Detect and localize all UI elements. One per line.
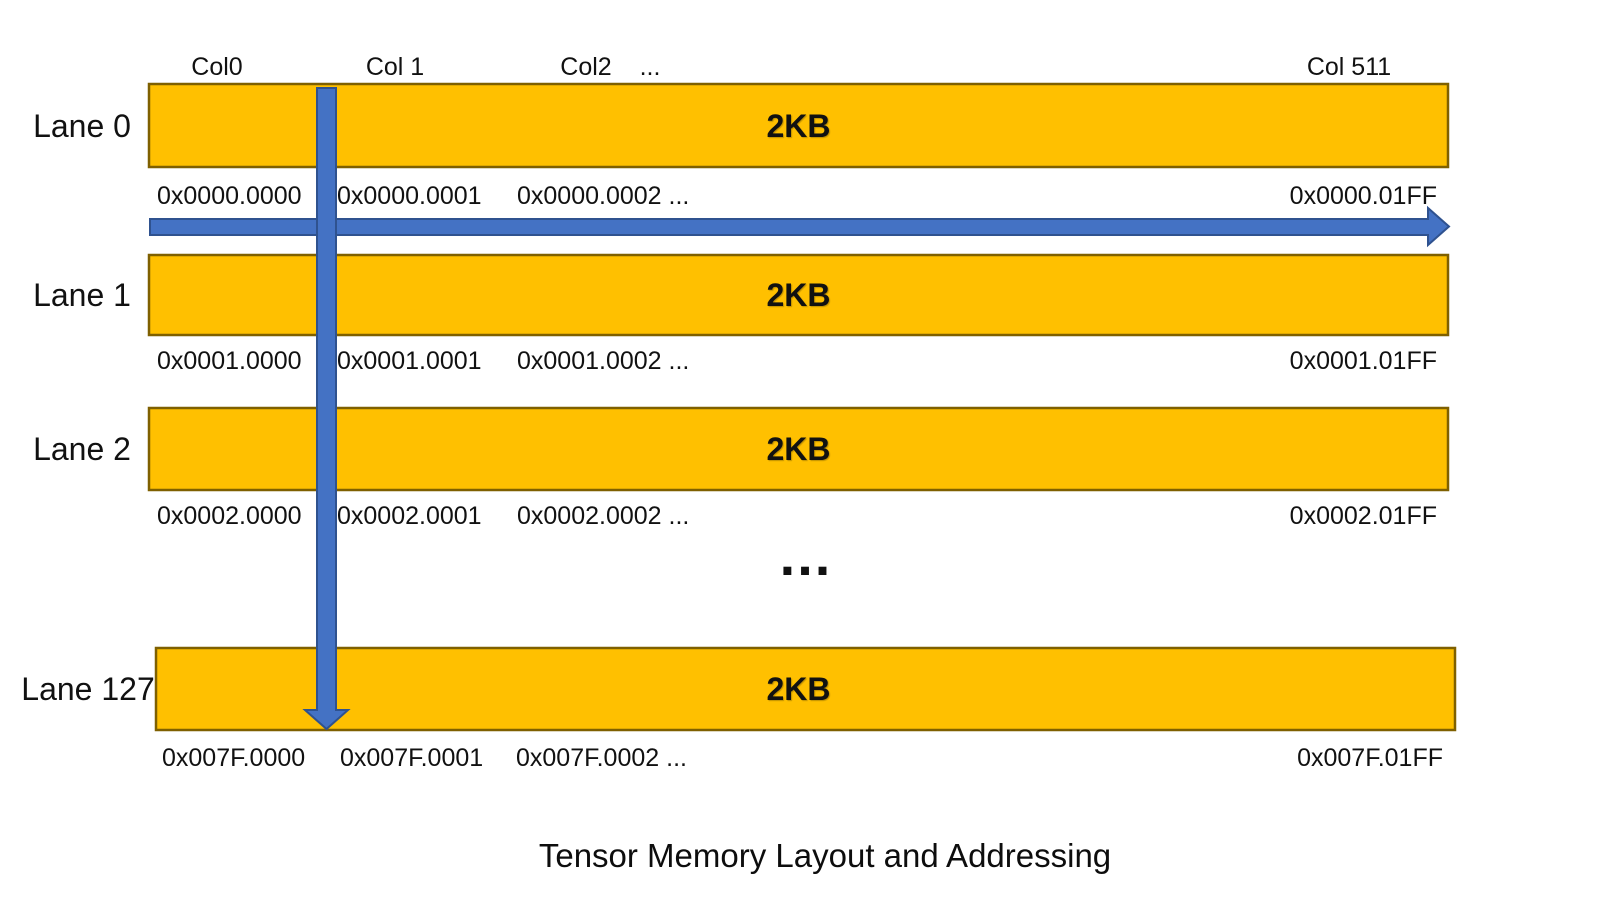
lane-1-address-row: 0x0001.0000 0x0001.0001 0x0001.0002 ... … (0, 346, 1600, 376)
address-cell: 0x007F.0001 (340, 744, 484, 772)
lane-2-address-row: 0x0002.0000 0x0002.0001 0x0002.0002 ... … (0, 501, 1600, 531)
lane-127-address-row: 0x007F.0000 0x007F.0001 0x007F.0002 ... … (0, 743, 1600, 773)
address-cell: 0x007F.01FF (1297, 744, 1443, 772)
address-cell: 0x0002.01FF (1289, 502, 1437, 530)
address-cell: 0x007F.0002 ... (516, 744, 687, 772)
col-header-2: Col2 (560, 53, 612, 81)
col-header-0: Col0 (191, 53, 243, 81)
address-cell: 0x0000.01FF (1289, 182, 1437, 210)
address-cell: 0x0000.0000 (157, 182, 302, 210)
address-cell: 0x0002.0001 (337, 502, 482, 530)
lanes-ellipsis: ... (779, 524, 833, 587)
lane-0-label: Lane 0 (33, 108, 131, 144)
address-cell: 0x0001.0000 (157, 347, 302, 375)
address-cell: 0x0002.0000 (157, 502, 302, 530)
lane-0-capacity: 2KB (766, 108, 831, 144)
col-header-1: Col 1 (365, 53, 425, 81)
lane-1-capacity: 2KB (766, 277, 831, 313)
lane-1-label: Lane 1 (33, 277, 131, 313)
address-cell: 0x0002.0002 ... (517, 502, 690, 530)
lane-2-capacity: 2KB (766, 431, 831, 467)
lane-127-capacity: 2KB (766, 671, 831, 707)
address-cell: 0x0000.0001 (337, 182, 482, 210)
col-header-511: Col 511 (1306, 53, 1392, 81)
address-cell: 0x0001.0002 ... (517, 347, 690, 375)
lane-2-label: Lane 2 (33, 431, 131, 467)
address-cell: 0x007F.0000 (162, 744, 306, 772)
address-cell: 0x0000.0002 ... (517, 182, 690, 210)
diagram-title: Tensor Memory Layout and Addressing (538, 837, 1112, 874)
lane-127-label: Lane 127 (21, 671, 155, 707)
col-header-ellipsis: ... (639, 53, 661, 81)
address-cell: 0x0001.01FF (1289, 347, 1437, 375)
address-cell: 0x0001.0001 (337, 347, 482, 375)
right-arrow (149, 205, 1451, 248)
lane-0-address-row: 0x0000.0000 0x0000.0001 0x0000.0002 ... … (0, 181, 1600, 211)
